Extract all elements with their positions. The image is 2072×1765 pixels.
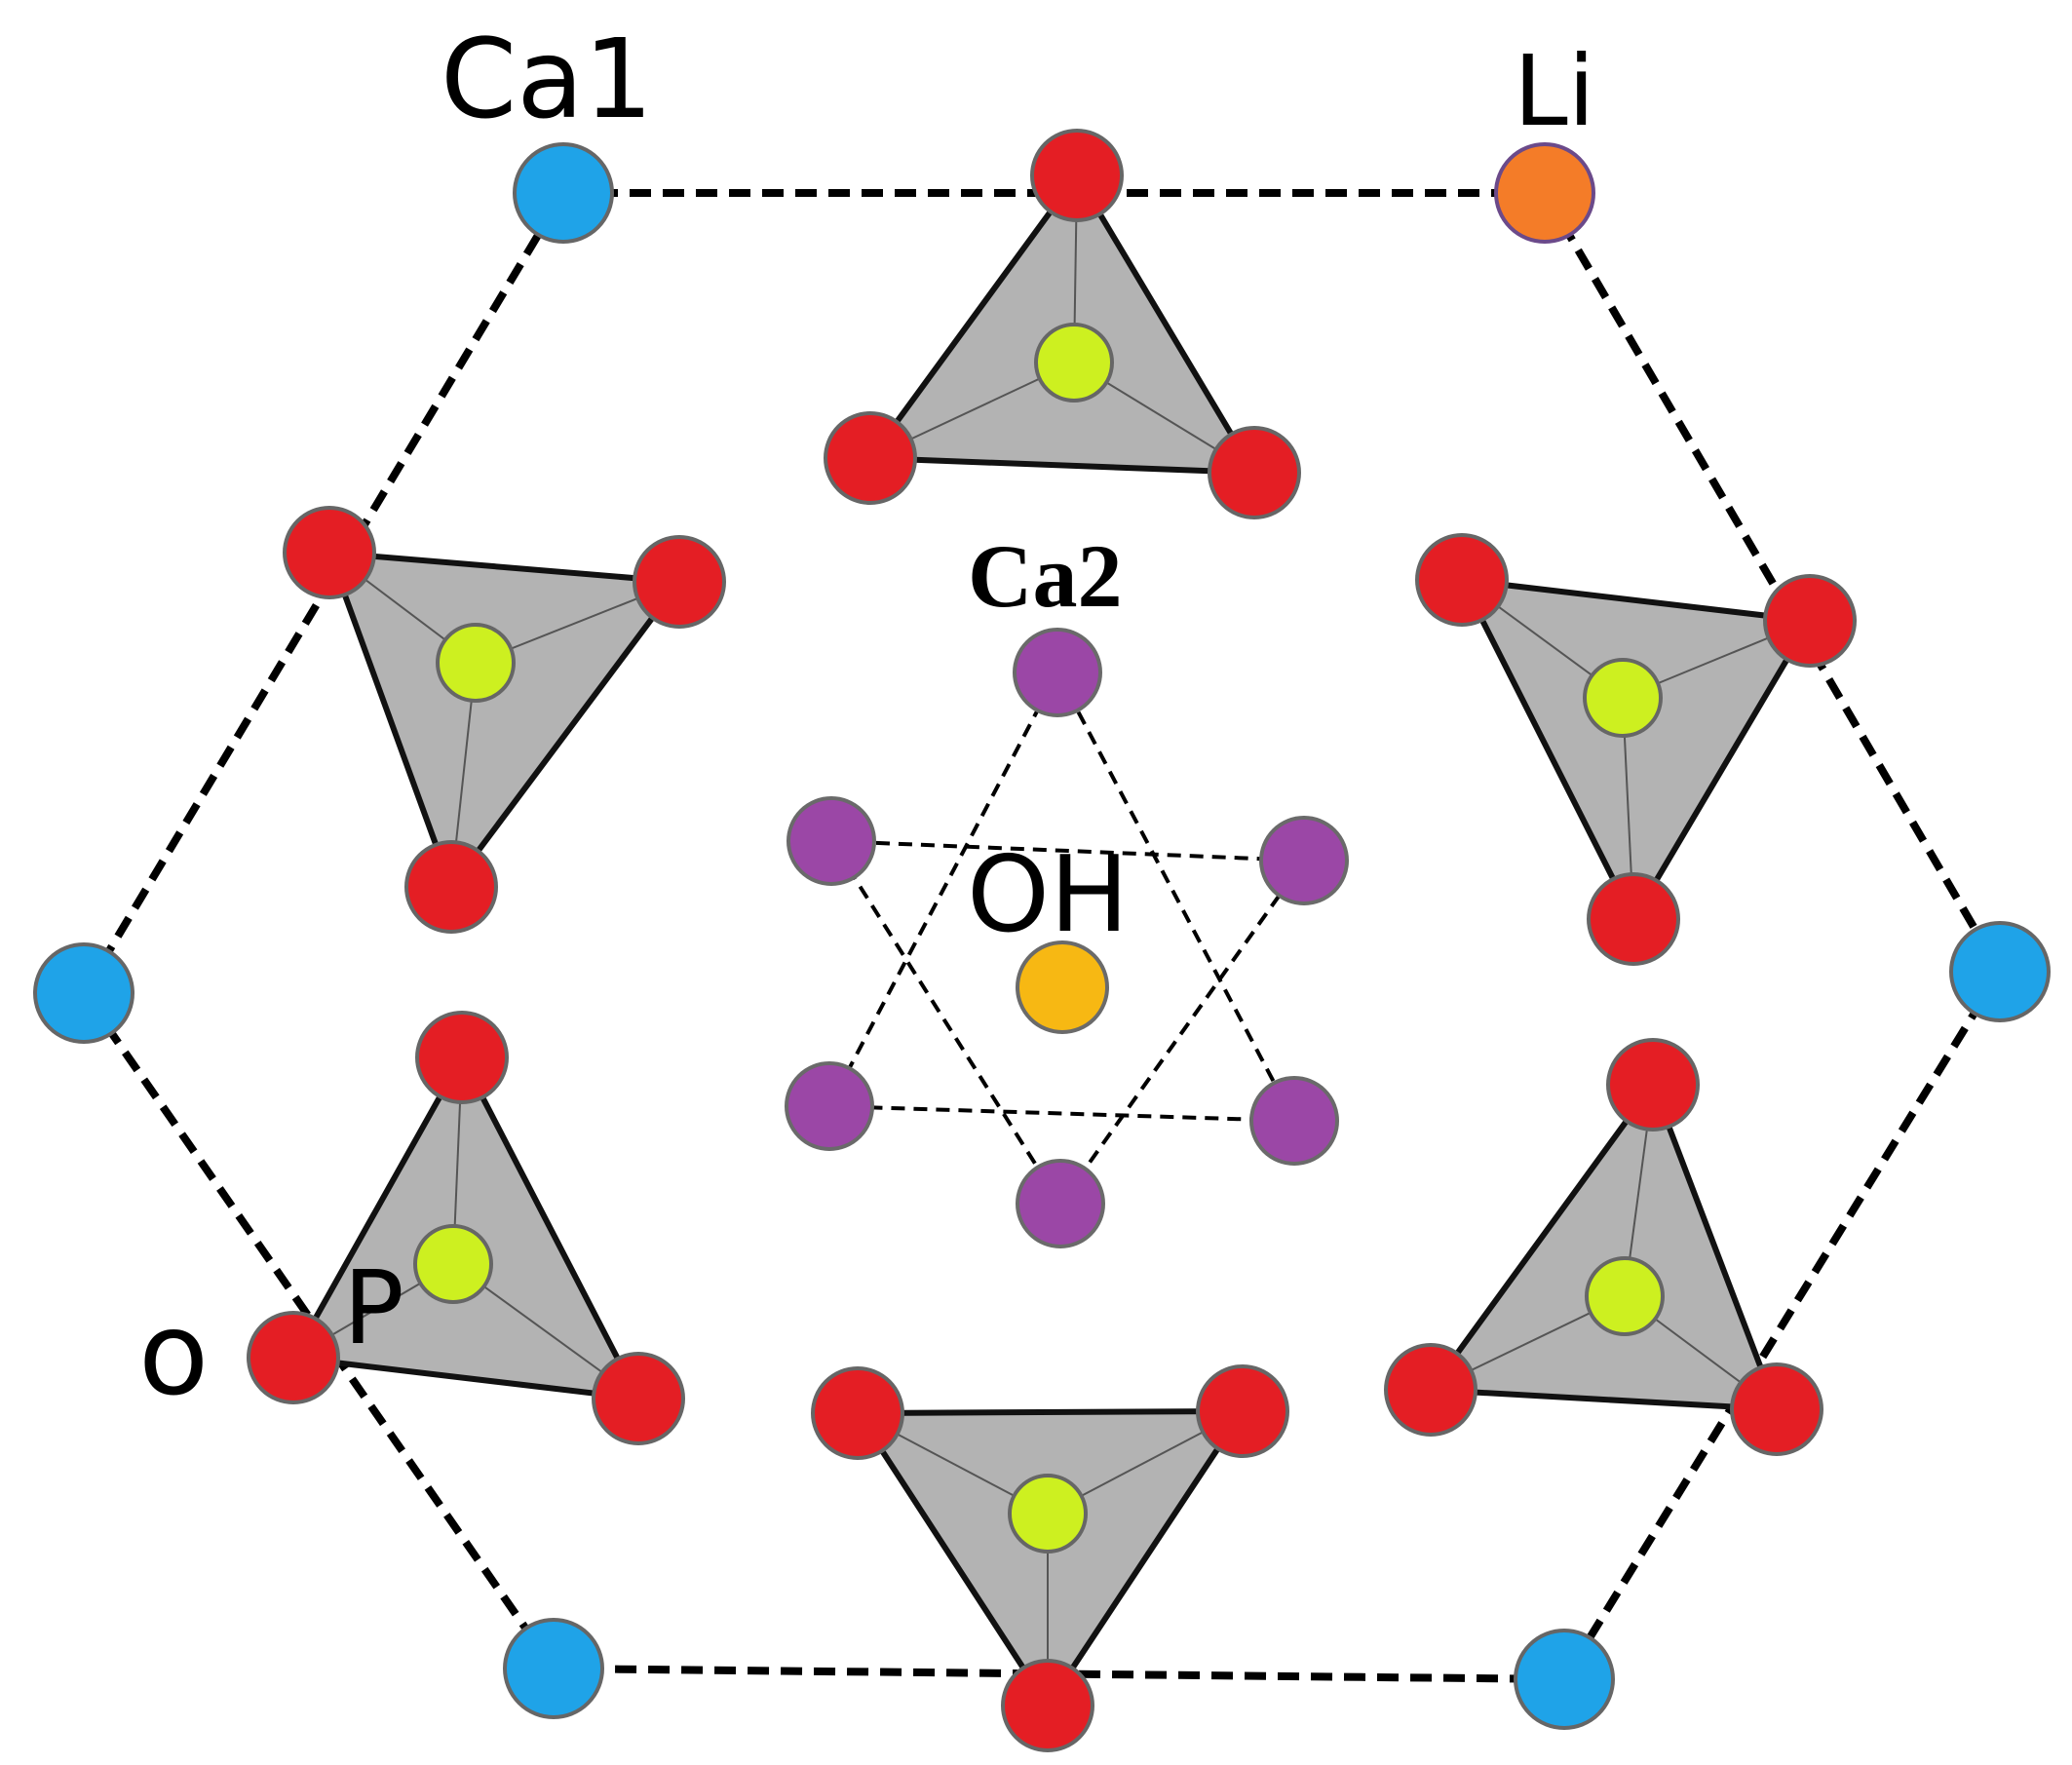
ca1-atom (1949, 921, 2051, 1022)
ca2-atom (787, 796, 876, 886)
label-o: o (138, 1286, 209, 1421)
ca1-atom (33, 942, 134, 1044)
o-atom (1415, 533, 1509, 627)
p-atom (413, 1224, 493, 1304)
ca1-atom (1514, 1629, 1615, 1730)
tetrahedron-upper-right (1456, 576, 1815, 926)
label-oh: OH (967, 834, 1129, 956)
o-atom (1030, 129, 1124, 222)
ca2-atom (1259, 816, 1349, 905)
hex-edge-lower-right (1560, 969, 2004, 1682)
p-atom (1008, 1474, 1088, 1554)
label-ca2: Ca2 (968, 526, 1122, 626)
o-atom (404, 840, 498, 934)
tetrahedron-upper-left (325, 549, 685, 894)
ca2-triangle-down (827, 838, 1308, 1208)
tetrahedra (288, 170, 1815, 1711)
p-atom (1034, 323, 1114, 403)
o-atom (1208, 426, 1301, 519)
ca2-atoms (785, 628, 1349, 1248)
label-p: P (343, 1248, 404, 1367)
label-li: Li (1514, 34, 1595, 148)
tetrahedron-top (864, 170, 1260, 477)
o-atom (811, 1366, 904, 1460)
ca2-atom (1016, 1159, 1105, 1248)
p-atom (1583, 658, 1663, 738)
o-atom (1730, 1362, 1823, 1456)
ca1-atoms (33, 142, 2051, 1730)
o-atom (283, 506, 376, 599)
p-atoms (413, 323, 1665, 1554)
ca1-atom (503, 1618, 604, 1719)
ca2-triangle-up (825, 668, 1298, 1124)
ca2-atom (1249, 1076, 1339, 1166)
o-atom (1606, 1038, 1700, 1132)
ca2-atom (1013, 628, 1102, 717)
o-atom (1763, 574, 1857, 668)
o-atom (633, 535, 726, 629)
p-atom (1585, 1256, 1665, 1336)
o-atom (1196, 1364, 1289, 1458)
ca2-triangles (825, 668, 1308, 1208)
o-atom (824, 411, 917, 505)
tetrahedron-lower-right (1425, 1078, 1782, 1413)
li-atom (1494, 142, 1595, 244)
o-atom (1001, 1659, 1094, 1752)
o-atom (592, 1352, 685, 1445)
o-atom (415, 1011, 509, 1104)
ca2-atom (785, 1061, 874, 1151)
o-atom (247, 1311, 340, 1404)
label-ca1: Ca1 (441, 17, 653, 143)
o-atoms (247, 129, 1857, 1752)
oh-atom (1016, 940, 1109, 1034)
o-atom (1384, 1343, 1477, 1437)
ca1-atom (513, 142, 614, 244)
o-atom (1587, 872, 1680, 966)
hex-edge-upper-right (1541, 190, 2004, 975)
p-atom (436, 623, 516, 703)
